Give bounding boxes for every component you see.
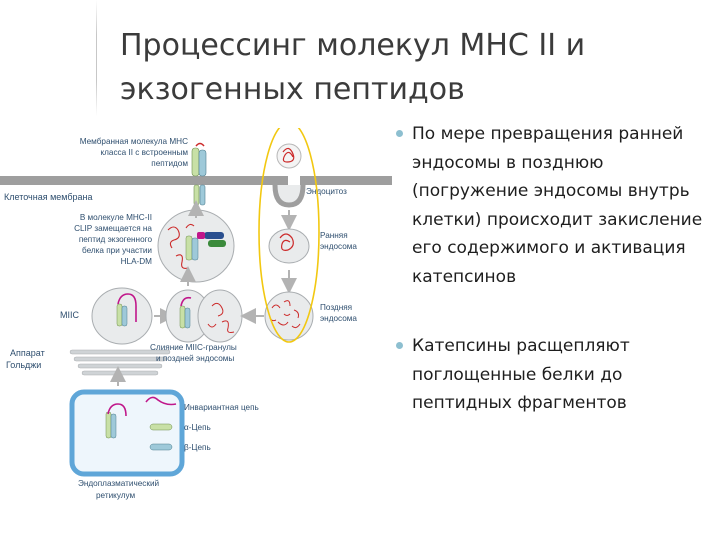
cell-membrane-band-right	[300, 176, 392, 185]
label-late-endosome-2: эндосома	[320, 314, 357, 323]
exogenous-protein-icon	[282, 147, 295, 163]
bullet-text: Катепсины расщепляют поглощенные белки д…	[412, 336, 630, 413]
label-endocytosis: Эндоцитоз	[306, 187, 347, 196]
label-late-endosome-1: Поздняя	[320, 303, 352, 312]
late-endosome	[264, 291, 314, 341]
mhc-molecule-membrane	[191, 142, 207, 206]
label-mhc-top-2: класса II с встроенным	[100, 148, 188, 157]
title-line-1: Процессинг молекул МНС II и	[120, 28, 586, 63]
label-mhc-top-1: Мембранная молекула МНС	[80, 137, 188, 146]
label-clip-4: белка при участии	[82, 246, 152, 255]
decorative-vertical-rule	[96, 0, 97, 116]
label-miic: MIIC	[60, 310, 79, 320]
fusion-compartment	[165, 289, 243, 343]
label-beta-chain: β-Цепь	[184, 443, 211, 452]
label-fusion-2: и поздней эндосомы	[156, 354, 234, 363]
label-early-endosome-1: Ранняя	[320, 231, 348, 240]
golgi-apparatus	[69, 349, 171, 376]
label-cell-membrane: Клеточная мембрана	[4, 192, 93, 202]
bullet-list: По мере превращения ранней эндосомы в по…	[396, 120, 714, 418]
endocytosis-pit	[272, 184, 306, 208]
label-clip-2: CLIP замещается на	[74, 224, 152, 233]
mhc-ii-processing-diagram: Мембранная молекула МНС класса II с встр…	[0, 128, 392, 508]
peptide-exchange-vesicle	[157, 209, 235, 283]
bullet-text: По мере превращения ранней эндосомы в по…	[412, 124, 703, 287]
label-invariant-chain: Инвариантная цепь	[184, 403, 259, 412]
endoplasmic-reticulum	[69, 389, 185, 477]
cell-membrane-band-left	[0, 176, 288, 185]
label-er-2: ретикулум	[96, 491, 136, 500]
alpha-chain-icon	[149, 423, 173, 431]
beta-chain-icon	[149, 443, 173, 451]
title-line-2: экзогенных пептидов	[120, 72, 465, 107]
label-alpha-chain: α-Цепь	[184, 423, 211, 432]
label-clip-1: В молекуле МНС-II	[80, 213, 152, 222]
invariant-chain-icon	[145, 396, 177, 406]
early-endosome	[268, 228, 310, 264]
extracellular-vesicle	[276, 143, 302, 169]
label-fusion-1: Слияние MIIC-гранулы	[150, 343, 237, 352]
miic-compartment	[91, 287, 153, 345]
bullet-dot-icon	[396, 342, 403, 349]
label-early-endosome-2: эндосома	[320, 242, 357, 251]
highlight-ellipse	[258, 128, 320, 343]
label-mhc-top-3: пептидом	[151, 159, 188, 168]
label-clip-3: пептид экзогенного	[79, 235, 153, 244]
slide-title: Процессинг молекул МНС II и экзогенных п…	[120, 24, 680, 112]
bullet-item: По мере превращения ранней эндосомы в по…	[396, 120, 714, 291]
bullet-dot-icon	[396, 130, 403, 137]
label-golgi-1: Аппарат	[10, 348, 45, 358]
label-golgi-2: Гольджи	[6, 360, 41, 370]
label-er-1: Эндоплазматический	[78, 479, 159, 488]
bullet-item: Катепсины расщепляют поглощенные белки д…	[396, 332, 714, 418]
label-clip-5: HLA-DM	[121, 257, 153, 266]
